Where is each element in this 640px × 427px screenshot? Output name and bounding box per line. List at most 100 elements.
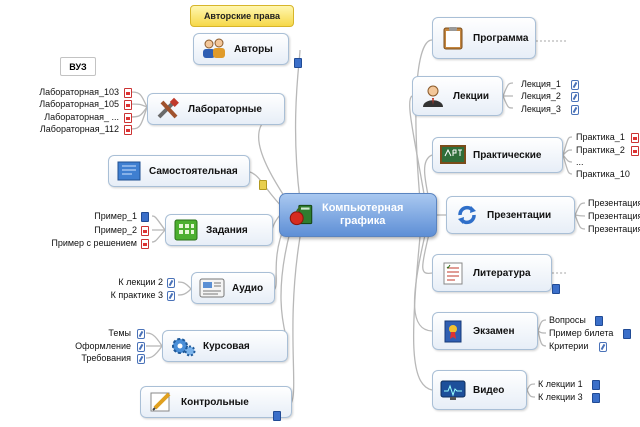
topic-labs-label: Лабораторные — [188, 103, 262, 115]
topic-presentations[interactable]: Презентации — [446, 196, 575, 234]
blueprint-icon — [117, 161, 141, 181]
topic-tasks[interactable]: Задания — [165, 214, 273, 246]
gears-icon — [172, 338, 196, 357]
topic-coursework[interactable]: Курсовая — [162, 330, 288, 362]
link-icon[interactable] — [599, 342, 607, 352]
leaf-criteria[interactable]: Критерии — [549, 341, 589, 351]
pdf-icon[interactable] — [631, 133, 639, 143]
leaf-lab-112[interactable]: Лабораторная_112 — [39, 124, 119, 134]
people-icon — [203, 38, 225, 58]
topic-self-study-label: Самостоятельная — [149, 165, 238, 177]
leaf-audio-practice-3[interactable]: К практике 3 — [110, 290, 163, 300]
refresh-icon — [458, 205, 476, 225]
link-icon[interactable] — [571, 92, 579, 102]
leaf-lecture-3[interactable]: Лекция_3 — [521, 104, 561, 114]
checklist-icon — [443, 262, 463, 285]
pdf-icon[interactable] — [631, 146, 639, 156]
leaf-lab-105[interactable]: Лабораторная_105 — [39, 99, 119, 109]
topic-authors-label: Авторы — [234, 43, 273, 55]
apple-book-icon — [289, 204, 313, 226]
link-icon[interactable] — [137, 354, 145, 364]
leaf-example-solution[interactable]: Пример с решением — [51, 238, 137, 248]
link-icon[interactable] — [137, 342, 145, 352]
pdf-icon[interactable] — [124, 100, 132, 110]
topic-exam-label: Экзамен — [473, 325, 515, 337]
topic-program[interactable]: Программа — [432, 17, 536, 59]
leaf-practice-2[interactable]: Практика_2 — [576, 145, 625, 155]
authors-rights-tag[interactable]: Авторские права — [190, 5, 294, 27]
central-title-line1: Компьютерная — [322, 202, 404, 214]
leaf-example-2[interactable]: Пример_2 — [94, 225, 137, 235]
clipboard-icon — [443, 27, 463, 50]
pdf-icon[interactable] — [124, 113, 132, 123]
document-icon[interactable] — [552, 284, 560, 294]
central-topic-label: Компьютерная графика — [322, 202, 403, 228]
note-icon[interactable] — [259, 180, 267, 190]
document-icon[interactable] — [294, 58, 302, 68]
pdf-icon[interactable] — [124, 125, 132, 135]
topic-tasks-label: Задания — [206, 224, 248, 236]
document-icon[interactable] — [595, 316, 603, 326]
leaf-lecture-2[interactable]: Лекция_2 — [521, 91, 561, 101]
leaf-formatting[interactable]: Оформление — [75, 341, 131, 351]
link-icon[interactable] — [571, 80, 579, 90]
link-icon[interactable] — [571, 105, 579, 115]
leaf-questions[interactable]: Вопросы — [549, 315, 586, 325]
audio-file-icon[interactable] — [167, 278, 175, 288]
topic-audio-label: Аудио — [232, 282, 264, 294]
topic-labs[interactable]: Лабораторные — [147, 93, 285, 125]
leaf-requirements[interactable]: Требования — [81, 353, 131, 363]
tools-icon — [157, 97, 179, 119]
leaf-lab-103[interactable]: Лабораторная_103 — [39, 87, 119, 97]
topic-tests-label: Контрольные — [181, 396, 249, 408]
leaf-example-1[interactable]: Пример_1 — [94, 211, 137, 221]
leaf-video-lecture-3[interactable]: К лекции 3 — [538, 392, 583, 402]
leaf-sample-ticket[interactable]: Пример билета — [549, 328, 614, 338]
central-topic[interactable]: Компьютерная графика — [279, 193, 437, 237]
topic-lectures-label: Лекции — [453, 90, 490, 102]
leaf-audio-lecture-2[interactable]: К лекции 2 — [118, 277, 163, 287]
topic-audio[interactable]: Аудио — [191, 272, 275, 304]
topic-presentations-label: Презентации — [487, 209, 552, 221]
pencil-icon — [150, 392, 171, 412]
leaf-video-lecture-1[interactable]: К лекции 1 — [538, 379, 583, 389]
video-file-icon[interactable] — [592, 393, 600, 403]
pdf-icon[interactable] — [141, 226, 149, 236]
topic-self-study[interactable]: Самостоятельная — [108, 155, 250, 187]
leaf-presentation-2[interactable]: Презентация — [588, 211, 640, 221]
topic-exam[interactable]: Экзамен — [432, 312, 538, 350]
document-icon[interactable] — [141, 212, 149, 222]
topic-video[interactable]: Видео — [432, 370, 527, 410]
pdf-icon[interactable] — [141, 239, 149, 249]
topic-lectures[interactable]: Лекции — [412, 76, 503, 116]
leaf-practice-1[interactable]: Практика_1 — [576, 132, 625, 142]
topic-practical[interactable]: Практические — [432, 137, 563, 173]
topic-literature-label: Литература — [473, 267, 531, 279]
document-icon[interactable] — [273, 411, 281, 421]
leaf-practice-10[interactable]: Практика_10 — [576, 169, 630, 179]
document-icon[interactable] — [623, 329, 631, 339]
vuz-tag[interactable]: ВУЗ — [60, 57, 96, 76]
topic-tests[interactable]: Контрольные — [140, 386, 292, 418]
video-file-icon[interactable] — [592, 380, 600, 390]
topic-literature[interactable]: Литература — [432, 254, 552, 292]
topic-authors[interactable]: Авторы — [193, 33, 289, 65]
leaf-presentation-1[interactable]: Презентация — [588, 198, 640, 208]
audio-icon — [199, 278, 225, 298]
leaf-practice-ellipsis[interactable]: ... — [576, 157, 584, 167]
lecturer-icon — [423, 85, 443, 107]
leaf-presentation-3[interactable]: Презентация — [588, 224, 640, 234]
link-icon[interactable] — [137, 329, 145, 339]
pdf-icon[interactable] — [124, 88, 132, 98]
leaf-lab-ellipsis[interactable]: Лабораторная_ ... — [44, 112, 119, 122]
video-monitor-icon — [440, 380, 466, 400]
topic-coursework-label: Курсовая — [203, 340, 250, 352]
certificate-icon — [444, 320, 462, 343]
leaf-lecture-1[interactable]: Лекция_1 — [521, 79, 561, 89]
audio-file-icon[interactable] — [167, 291, 175, 301]
chalkboard-icon — [440, 145, 466, 164]
leaf-topics[interactable]: Темы — [108, 328, 131, 338]
topic-program-label: Программа — [473, 32, 529, 44]
